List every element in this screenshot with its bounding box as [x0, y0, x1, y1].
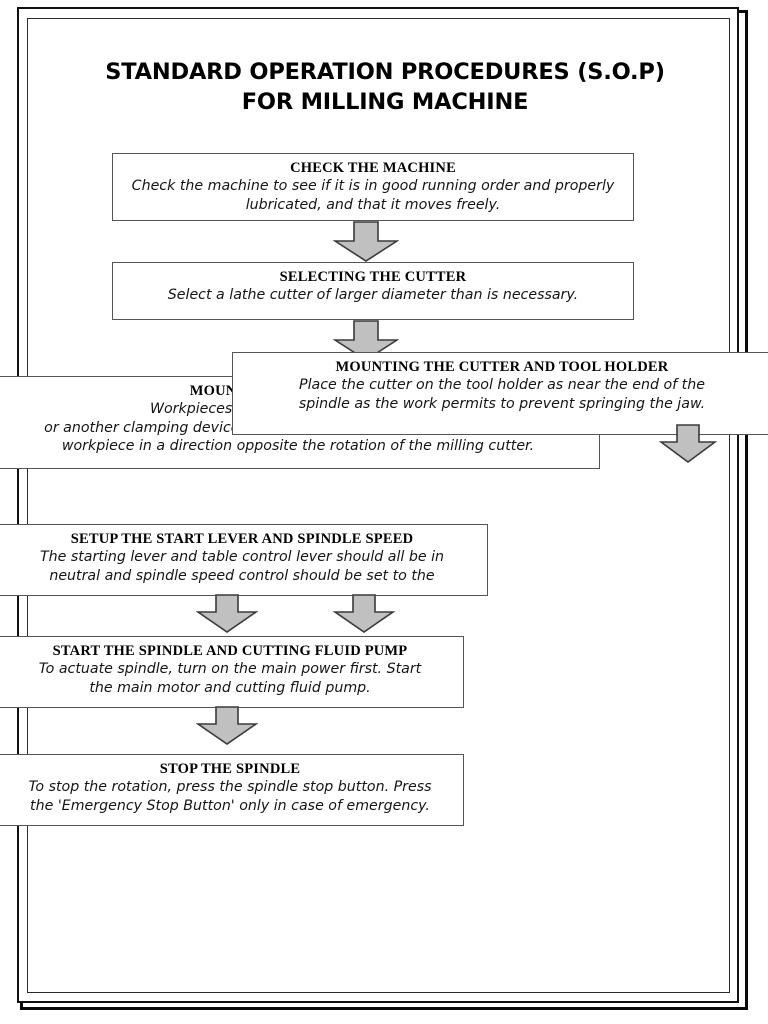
- down-arrow-icon-connector-5: [196, 706, 258, 746]
- down-arrow-icon-connector-3: [659, 424, 717, 464]
- flow-box-heading: START THE SPINDLE AND CUTTING FLUID PUMP: [52, 643, 408, 659]
- down-arrow-icon-connector-2: [333, 320, 399, 362]
- page-title: STANDARD OPERATION PROCEDURES (S.O.P) FO…: [60, 58, 710, 117]
- flow-box-check-the-machine[interactable]: CHECK THE MACHINE Check the machine to s…: [112, 153, 634, 221]
- page-title-line-2: FOR MILLING MACHINE: [241, 88, 529, 115]
- page-title-line-1: STANDARD OPERATION PROCEDURES (S.O.P): [105, 59, 665, 85]
- flow-box-stop-the-spindle[interactable]: STOP THE SPINDLE To stop the rotation, p…: [0, 754, 464, 826]
- flow-box-body: To actuate spindle, turn on the main pow…: [38, 661, 422, 696]
- flow-box-start-the-spindle-and-cutting-fluid-pump[interactable]: START THE SPINDLE AND CUTTING FLUID PUMP…: [0, 636, 464, 708]
- flow-box-body: The starting lever and table control lev…: [39, 549, 445, 584]
- down-arrow-icon-connector-4a: [196, 594, 258, 634]
- flow-box-heading: SETUP THE START LEVER AND SPINDLE SPEED: [70, 531, 414, 547]
- down-arrow-icon-connector-4b: [333, 594, 395, 634]
- flow-box-body: Check the machine to see if it is in goo…: [131, 178, 615, 213]
- flow-box-heading: MOUNTING THE CUTTER AND TOOL HOLDER: [335, 359, 669, 375]
- flow-box-body: To stop the rotation, press the spindle …: [28, 779, 432, 814]
- flow-box-selecting-the-cutter[interactable]: SELECTING THE CUTTER Select a lathe cutt…: [112, 262, 634, 320]
- flow-box-heading: SELECTING THE CUTTER: [279, 269, 467, 285]
- flow-box-mounting-the-cutter-and-tool-holder[interactable]: MOUNTING THE CUTTER AND TOOL HOLDER Plac…: [232, 352, 768, 435]
- down-arrow-icon-connector-1: [333, 221, 399, 263]
- flow-box-setup-the-start-lever-and-spindle-speed[interactable]: SETUP THE START LEVER AND SPINDLE SPEED …: [0, 524, 488, 596]
- flow-box-heading: STOP THE SPINDLE: [159, 761, 301, 777]
- flow-box-heading: CHECK THE MACHINE: [290, 160, 456, 176]
- flow-box-body: Select a lathe cutter of larger diameter…: [167, 287, 579, 304]
- flow-box-body: Place the cutter on the tool holder as n…: [298, 377, 706, 412]
